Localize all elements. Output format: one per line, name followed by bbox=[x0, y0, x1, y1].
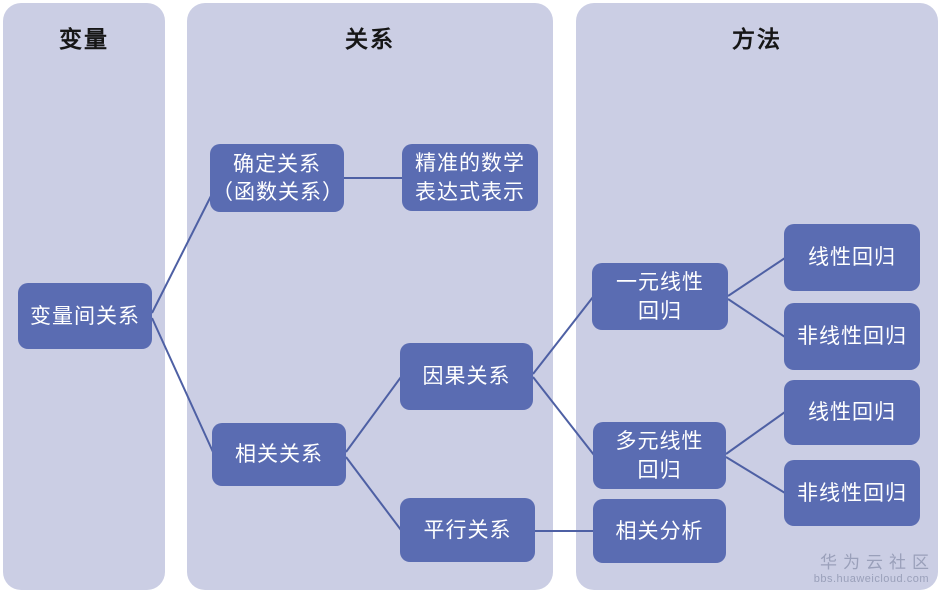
watermark-url: bbs.huaweicloud.com bbox=[813, 572, 929, 585]
column-title-methods: 方法 bbox=[732, 27, 782, 52]
watermark: 华为云社区 bbs.huaweicloud.com bbox=[814, 554, 929, 585]
node-nonlinear-regression-bottom: 非线性回归 bbox=[784, 460, 920, 526]
watermark-title: 华为云社区 bbox=[820, 553, 935, 573]
node-definite-relationship: 确定关系 （函数关系） bbox=[210, 144, 344, 212]
node-parallel-relationship: 平行关系 bbox=[400, 498, 535, 562]
node-nonlinear-regression-top: 非线性回归 bbox=[784, 303, 920, 370]
node-variable-relationship: 变量间关系 bbox=[18, 283, 152, 349]
node-linear-regression-top: 线性回归 bbox=[784, 224, 920, 291]
column-title-variables: 变量 bbox=[59, 27, 109, 52]
node-correlation-analysis: 相关分析 bbox=[593, 499, 726, 563]
node-linear-regression-bottom: 线性回归 bbox=[784, 380, 920, 445]
node-precise-math-expression: 精准的数学 表达式表示 bbox=[402, 144, 538, 211]
node-correlation-relationship: 相关关系 bbox=[212, 423, 346, 486]
node-multiple-linear-regression: 多元线性 回归 bbox=[593, 422, 726, 489]
node-causal-relationship: 因果关系 bbox=[400, 343, 533, 410]
column-title-relations: 关系 bbox=[345, 27, 395, 52]
node-simple-linear-regression: 一元线性 回归 bbox=[592, 263, 728, 330]
